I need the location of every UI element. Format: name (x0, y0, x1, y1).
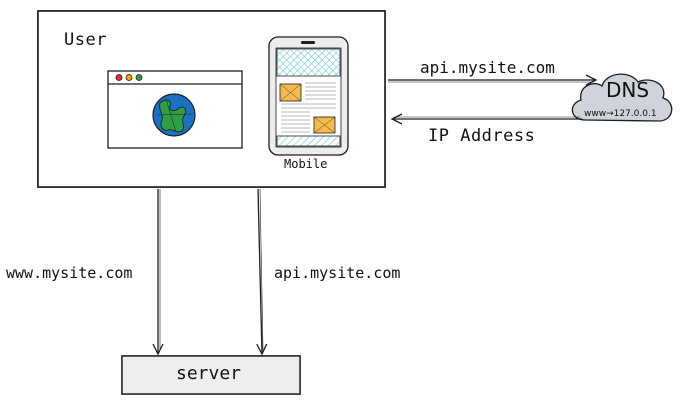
user-label: User (64, 30, 107, 50)
api-arrow-label: api.mysite.com (274, 264, 401, 282)
dns-record-label: www→127.0.0.1 (584, 109, 657, 119)
globe-icon (152, 93, 196, 137)
arrow-www-to-server (158, 189, 160, 354)
mobile-phone-icon (268, 36, 349, 156)
dns-label: DNS (606, 78, 650, 102)
dns-cloud (571, 73, 673, 122)
arrow-to-dns (388, 80, 596, 82)
www-arrow-label: www.mysite.com (6, 264, 133, 282)
arrow-api-to-server (258, 188, 263, 354)
server-label: server (176, 363, 242, 384)
server-box (121, 355, 301, 395)
user-box (37, 10, 386, 188)
from-dns-arrow-label: IP Address (428, 126, 536, 146)
mobile-label: Mobile (284, 157, 328, 171)
to-dns-arrow-label: api.mysite.com (420, 58, 555, 77)
arrow-from-dns (392, 117, 582, 119)
